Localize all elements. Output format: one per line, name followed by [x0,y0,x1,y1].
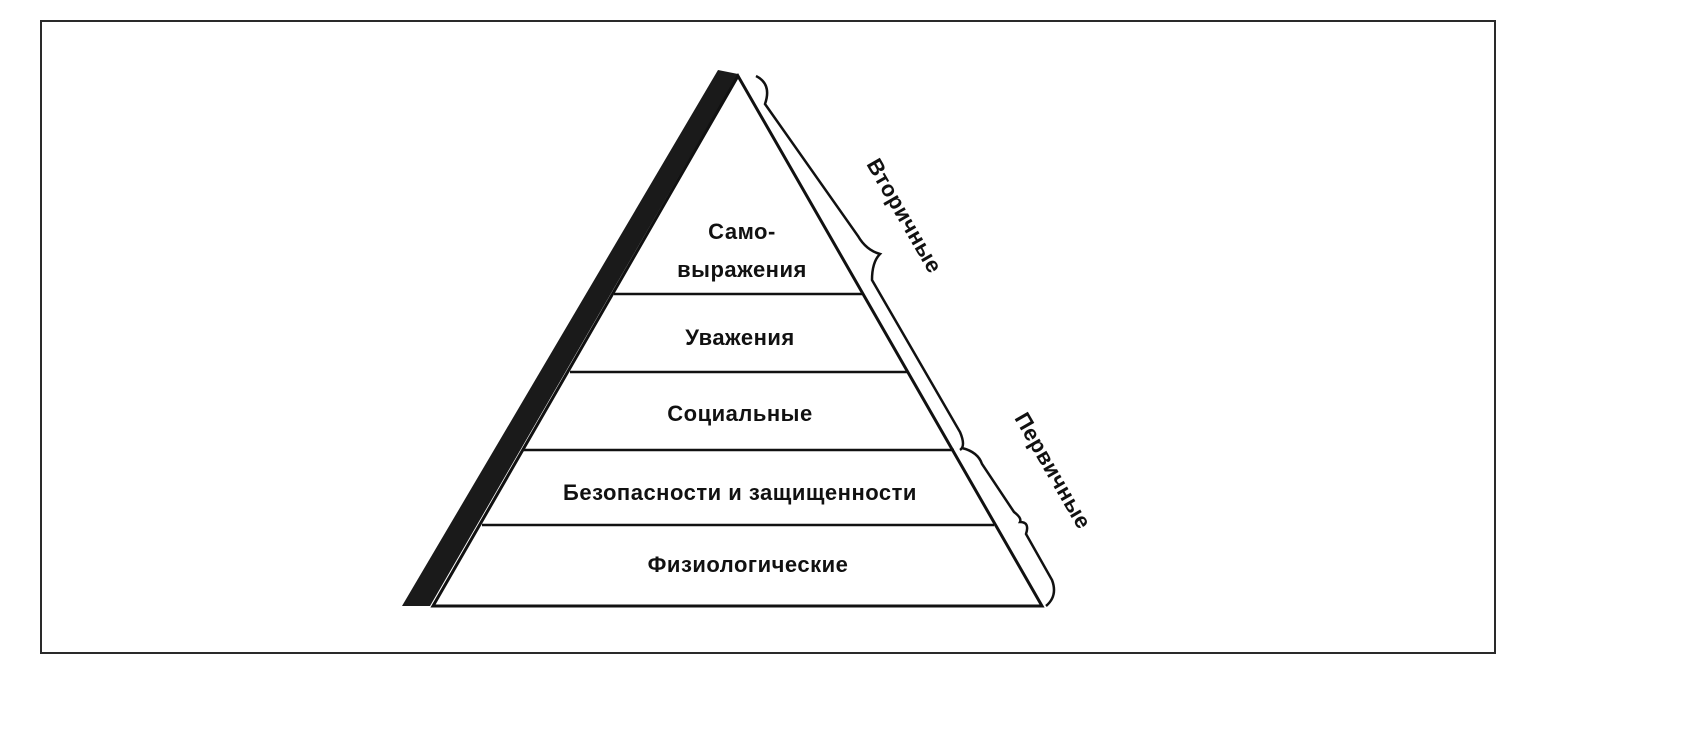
primary-group-label: Первичные [1010,408,1097,533]
secondary-brace [755,74,965,452]
level-physiological: Физиологические [648,552,849,577]
secondary-group-label: Вторичные [862,154,948,277]
level-safety: Безопасности и защищенности [563,480,917,505]
level-self-expression-line2: выражения [677,257,807,282]
pyramid-shadow-edge [402,70,738,606]
level-esteem: Уважения [685,325,795,350]
primary-brace [961,446,1056,607]
pyramid-outline [430,72,1045,608]
level-self-expression-line1: Само- [708,219,776,244]
level-social: Социальные [667,401,812,426]
